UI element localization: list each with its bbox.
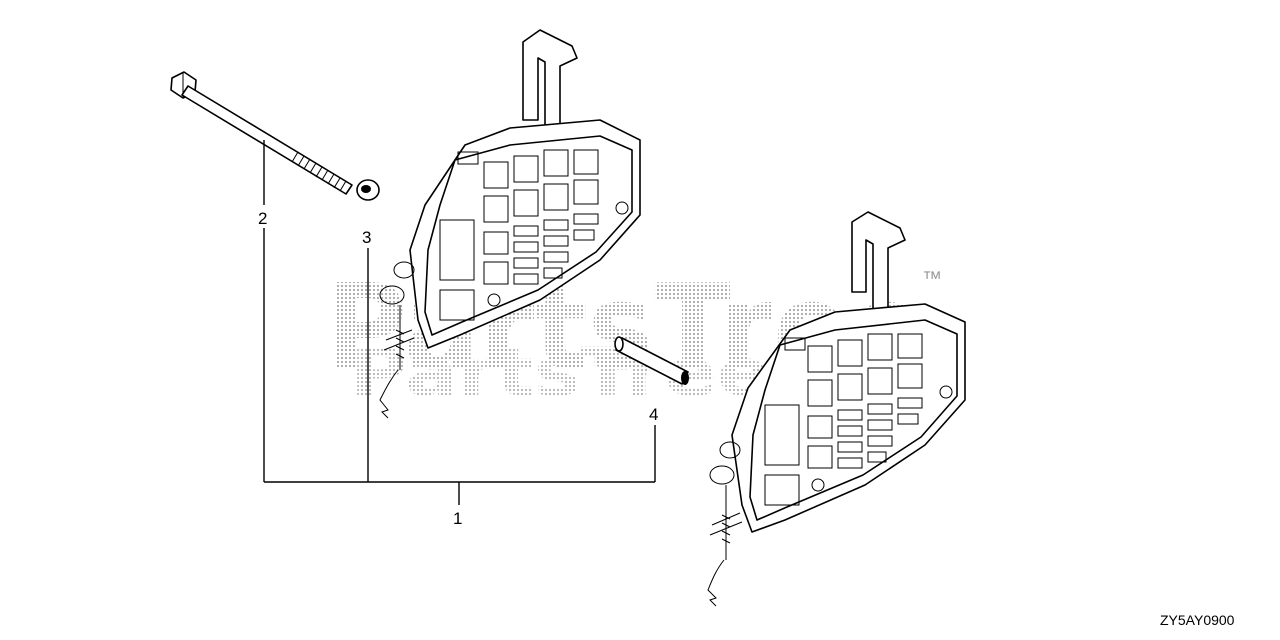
watermark-text-shadow: PartsTree: [350, 334, 770, 411]
pin-part: [614, 336, 689, 385]
callout-4: 4: [649, 405, 658, 424]
watermark-trademark: ™: [922, 268, 942, 290]
callout-2: 2: [258, 209, 267, 228]
leader-lines: [263, 140, 656, 505]
remote-control-box-right: [707, 211, 966, 607]
diagram-code: ZY5AY0900: [1160, 612, 1235, 628]
remote-control-box-left: [379, 29, 641, 419]
callout-1: 1: [453, 509, 462, 528]
bolt-part: [170, 71, 353, 195]
washer-part: [356, 179, 380, 201]
callout-3: 3: [362, 228, 371, 247]
